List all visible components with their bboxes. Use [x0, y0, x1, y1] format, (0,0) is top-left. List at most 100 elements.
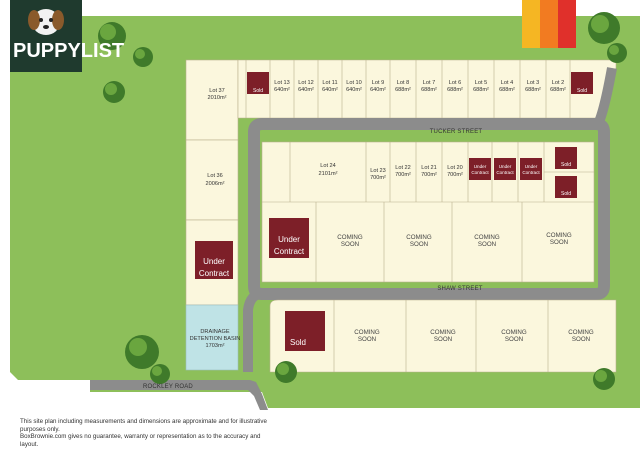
lot-11-area: 640m² — [322, 87, 338, 93]
coming-soon-label: SOON — [505, 336, 523, 343]
lot-10-name: Lot 10 — [346, 80, 362, 86]
lot-2-area: 688m² — [550, 87, 566, 93]
lot-24-area: 2101m² — [319, 171, 338, 177]
under-contract-badge-under: Under — [474, 164, 487, 169]
lot-23-area: 700m² — [370, 175, 386, 181]
lot-24-name: Lot 24 — [320, 163, 336, 169]
lot-20-name: Lot 20 — [447, 165, 463, 171]
disclaimer-line: layout. — [20, 440, 39, 448]
lot-4-area: 688m² — [499, 87, 515, 93]
under-contract-badge-shaw-corner — [269, 218, 309, 258]
disclaimer-line: This site plan including measurements an… — [20, 418, 267, 425]
lot-3-area: 688m² — [525, 87, 541, 93]
dog-logo-icon — [28, 9, 64, 35]
tree-icon — [150, 364, 170, 384]
coming-soon-label: COMING — [337, 234, 363, 241]
lot-12-area: 640m² — [298, 87, 314, 93]
sold-badge-text: Sold — [577, 88, 587, 94]
brand-stripe-orange — [540, 0, 558, 48]
tree-icon — [133, 47, 153, 67]
disclaimer: This site plan including measurements an… — [20, 418, 270, 448]
brand-stripe-yellow — [522, 0, 540, 48]
lot-8-name: Lot 8 — [397, 80, 409, 86]
lot-2-name: Lot 2 — [552, 80, 564, 86]
tree-icon — [607, 43, 627, 63]
coming-soon-label: SOON — [434, 336, 452, 343]
coming-soon-label: SOON — [341, 241, 359, 248]
coming-soon-label: COMING — [501, 329, 527, 336]
coming-soon-label: SOON — [358, 336, 376, 343]
sold-badge-lot-16 — [555, 147, 577, 169]
coming-soon-label: COMING — [568, 329, 594, 336]
rockley-road-label: ROCKLEY ROAD — [143, 384, 193, 390]
lot-6-name: Lot 6 — [449, 80, 461, 86]
under-contract-badge-under: Under — [203, 257, 225, 266]
lot-37-name: Lot 37 — [209, 88, 225, 94]
shaw-street-label: SHAW STREET — [437, 286, 482, 292]
rockley-road-shape — [90, 380, 268, 410]
lot-37-area: 2010m² — [208, 95, 227, 101]
drainage-line2: DETENTION BASIN — [190, 336, 241, 342]
lot-9-area: 640m² — [370, 87, 386, 93]
lot-36-name: Lot 36 — [207, 173, 223, 179]
drainage-line1: DRAINAGE — [200, 329, 229, 335]
tree-icon — [98, 22, 126, 50]
lot-8-area: 688m² — [395, 87, 411, 93]
brand-logo-text: PUPPYLIST — [13, 40, 124, 62]
sold-badge-text: Sold — [253, 88, 263, 94]
sold-badge-text: Sold — [290, 338, 306, 347]
bottom-lot-dividers — [333, 300, 549, 372]
loop-road — [248, 118, 610, 300]
under-contract-badge-under: Under — [525, 164, 538, 169]
under-contract-badge-under: Under — [499, 164, 512, 169]
lot-9-name: Lot 9 — [372, 80, 384, 86]
bottom-block — [269, 299, 617, 373]
under-contract-badge-lot-35 — [195, 241, 233, 279]
under-contract-badge-lot-19 — [469, 158, 491, 180]
coming-soon-label: COMING — [474, 234, 500, 241]
under-contract-badge-under: Under — [278, 235, 300, 244]
drainage-basin — [185, 304, 239, 371]
lot-11-name: Lot 11 — [322, 80, 337, 86]
sold-badge-lot-14 — [247, 72, 269, 94]
top-road-connector — [593, 67, 617, 127]
top-lot-dividers — [245, 60, 571, 118]
lot-22-area: 700m² — [395, 172, 411, 178]
lot-13-area: 640m² — [274, 87, 290, 93]
coming-soon-label: SOON — [478, 241, 496, 248]
lot-12-name: Lot 12 — [298, 80, 314, 86]
lot-5-area: 688m² — [473, 87, 489, 93]
lot-4-name: Lot 4 — [501, 80, 513, 86]
under-contract-badge-contract: Contract — [496, 170, 514, 175]
lot-21-area: 700m² — [421, 172, 437, 178]
coming-soon-label: COMING — [354, 329, 380, 336]
under-contract-badge-lot-17 — [520, 158, 542, 180]
tree-icon — [275, 361, 297, 383]
tree-icon — [593, 368, 615, 390]
lot-3-name: Lot 3 — [527, 80, 539, 86]
tree-icon — [103, 81, 125, 103]
under-contract-badge-contract: Contract — [471, 170, 489, 175]
lot-23-name: Lot 23 — [370, 168, 386, 174]
lot-7-name: Lot 7 — [423, 80, 435, 86]
under-contract-badge-contract: Contract — [274, 247, 305, 256]
under-contract-badge-contract: Contract — [522, 170, 540, 175]
sold-badge-text: Sold — [561, 162, 571, 168]
tucker-street-label: TUCKER STREET — [430, 129, 483, 135]
coming-soon-label: COMING — [406, 234, 432, 241]
lot-6-area: 688m² — [447, 87, 463, 93]
tree-icon — [125, 335, 159, 369]
lot-5-name: Lot 5 — [475, 80, 487, 86]
lot-20-area: 700m² — [447, 172, 463, 178]
coming-soon-label: COMING — [546, 232, 572, 239]
coming-soon-label: SOON — [550, 239, 568, 246]
sold-badge-text: Sold — [561, 191, 571, 197]
shaw-street-extension — [243, 289, 263, 372]
brand-stripe-red — [558, 0, 576, 48]
lot-22-name: Lot 22 — [395, 165, 411, 171]
sold-badge-lot-1 — [571, 72, 593, 94]
sold-badge-lot-15 — [555, 176, 577, 198]
lot-10-area: 640m² — [346, 87, 362, 93]
drainage-area: 1703m² — [206, 343, 225, 349]
